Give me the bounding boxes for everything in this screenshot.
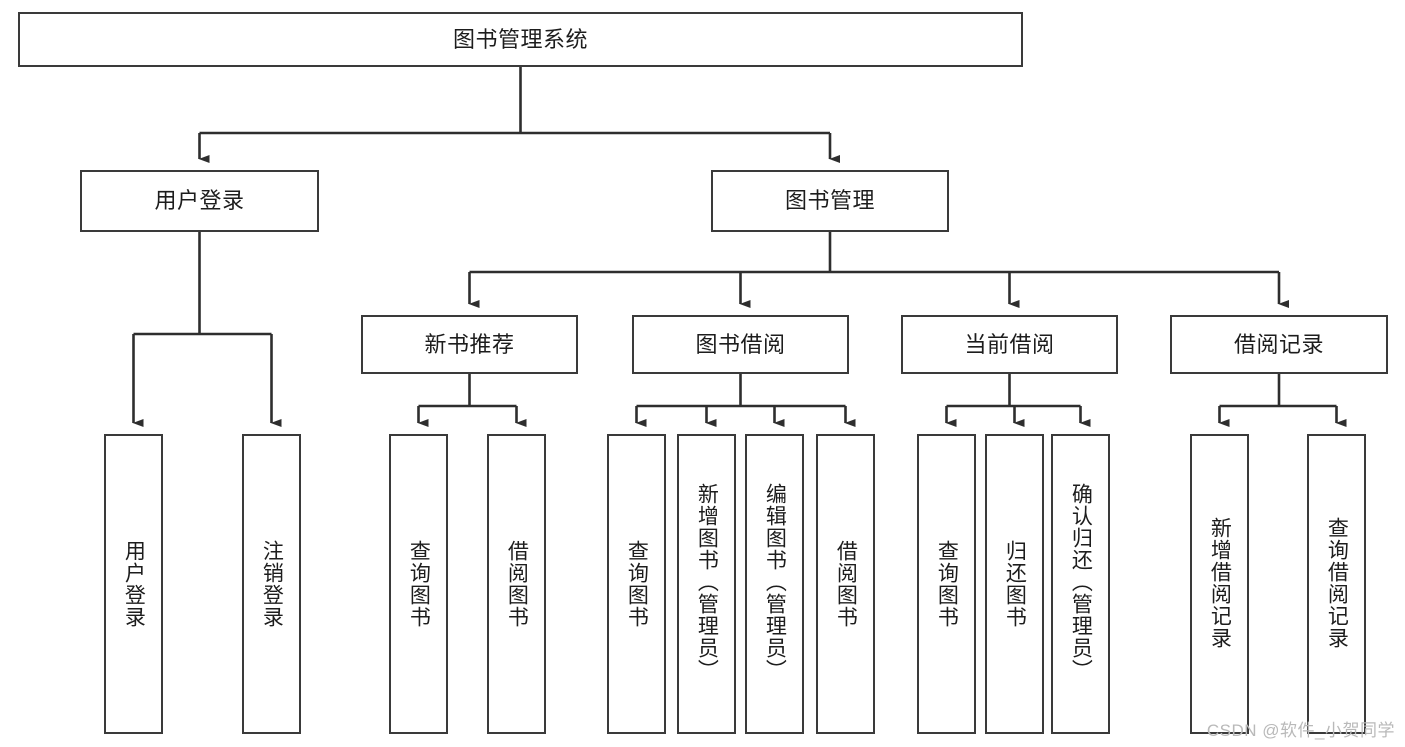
node-leaf-query-book-borrow[interactable]: 查询图书 [607, 434, 666, 734]
node-label-leaf-return-book: 归还图书 [1003, 540, 1027, 628]
node-book-borrow[interactable]: 图书借阅 [632, 315, 849, 374]
node-label-book-manage: 图书管理 [784, 188, 875, 214]
node-label-leaf-query-book-borrow: 查询图书 [625, 540, 649, 628]
node-leaf-user-login[interactable]: 用户登录 [104, 434, 163, 734]
node-label-leaf-edit-book-admin: 编辑图书（管理员） [763, 483, 787, 681]
node-leaf-user-logout[interactable]: 注销登录 [242, 434, 301, 734]
node-label-leaf-user-logout: 注销登录 [260, 540, 284, 628]
node-leaf-add-book-admin[interactable]: 新增图书（管理员） [677, 434, 736, 734]
node-label-leaf-user-login: 用户登录 [122, 540, 146, 628]
node-leaf-edit-book-admin[interactable]: 编辑图书（管理员） [745, 434, 804, 734]
node-current-borrow[interactable]: 当前借阅 [901, 315, 1118, 374]
node-borrow-record[interactable]: 借阅记录 [1170, 315, 1388, 374]
node-book-manage[interactable]: 图书管理 [711, 170, 949, 232]
csdn-watermark: CSDN @软件_小贺同学 [1206, 721, 1395, 740]
node-label-leaf-query-book-rec: 查询图书 [407, 540, 431, 628]
node-label-leaf-add-borrow-record: 新增借阅记录 [1208, 517, 1232, 649]
node-label-user-login: 用户登录 [154, 188, 245, 214]
node-label-book-borrow: 图书借阅 [695, 331, 786, 357]
node-label-new-book-recommend: 新书推荐 [424, 331, 515, 357]
node-user-login[interactable]: 用户登录 [80, 170, 319, 232]
node-label-leaf-query-borrow-record: 查询借阅记录 [1325, 517, 1349, 649]
node-label-leaf-borrow-book: 借阅图书 [834, 540, 858, 628]
node-label-root: 图书管理系统 [452, 26, 588, 52]
node-leaf-confirm-return-admin[interactable]: 确认归还（管理员） [1051, 434, 1110, 734]
node-leaf-add-borrow-record[interactable]: 新增借阅记录 [1190, 434, 1249, 734]
node-label-leaf-confirm-return-admin: 确认归还（管理员） [1069, 483, 1093, 681]
node-leaf-query-borrow-record[interactable]: 查询借阅记录 [1307, 434, 1366, 734]
node-label-borrow-record: 借阅记录 [1233, 331, 1324, 357]
node-root[interactable]: 图书管理系统 [18, 12, 1023, 67]
node-label-current-borrow: 当前借阅 [964, 331, 1055, 357]
node-leaf-query-book-current[interactable]: 查询图书 [917, 434, 976, 734]
node-leaf-borrow-book-rec[interactable]: 借阅图书 [487, 434, 546, 734]
node-new-book-recommend[interactable]: 新书推荐 [361, 315, 578, 374]
node-leaf-borrow-book[interactable]: 借阅图书 [816, 434, 875, 734]
node-label-leaf-add-book-admin: 新增图书（管理员） [695, 483, 719, 681]
node-leaf-return-book[interactable]: 归还图书 [985, 434, 1044, 734]
node-label-leaf-query-book-current: 查询图书 [935, 540, 959, 628]
node-leaf-query-book-rec[interactable]: 查询图书 [389, 434, 448, 734]
node-label-leaf-borrow-book-rec: 借阅图书 [505, 540, 529, 628]
